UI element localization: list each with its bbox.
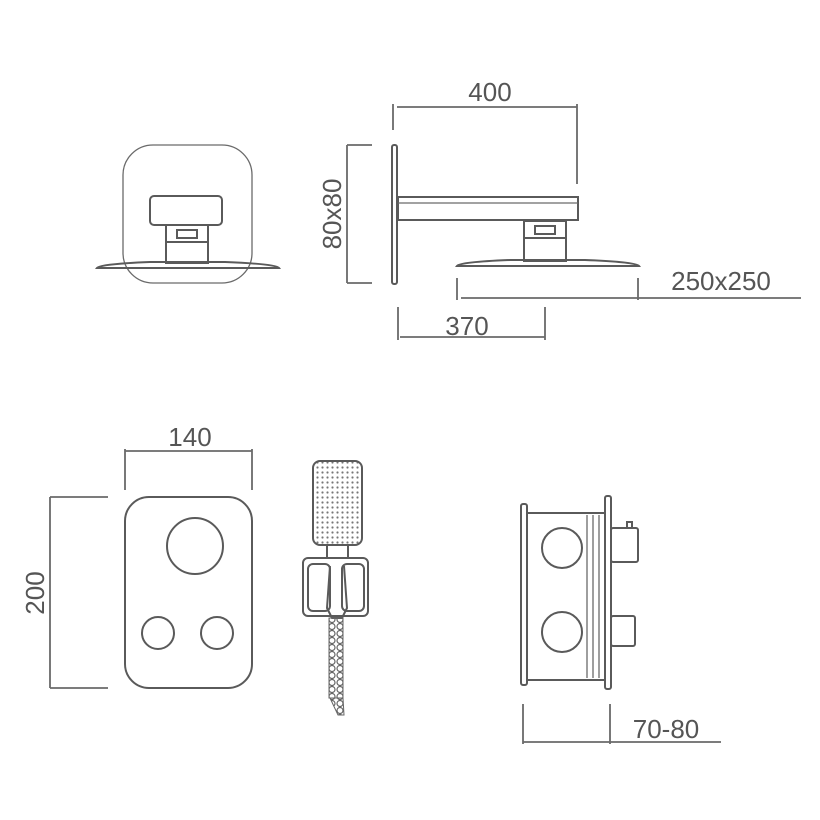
dimension-label-250x250: 250x250 xyxy=(671,266,771,296)
dimension-label-140: 140 xyxy=(168,422,211,452)
dimension-label-80x80: 80x80 xyxy=(317,179,347,250)
dimension-label-370: 370 xyxy=(445,311,488,341)
shower-head-front-view xyxy=(94,144,282,284)
dimension-head-size: 250x250 xyxy=(456,266,801,300)
hand-shower xyxy=(302,460,369,716)
dimension-label-400: 400 xyxy=(468,77,511,107)
dimension-label-70-80: 70-80 xyxy=(633,714,700,744)
dimension-label-200: 200 xyxy=(20,571,50,614)
dimension-arm-length: 400 xyxy=(392,77,578,184)
dimension-valve-depth: 70-80 xyxy=(522,704,721,744)
dimension-panel-height: 200 xyxy=(20,496,108,689)
dimension-panel-width: 140 xyxy=(124,422,253,490)
dimension-projection: 370 xyxy=(397,307,546,341)
shower-arm-side-view xyxy=(391,144,642,285)
dimension-wall-plate: 80x80 xyxy=(317,144,372,284)
concealed-valve-body xyxy=(520,495,639,690)
thermostatic-control-panel xyxy=(124,496,253,689)
